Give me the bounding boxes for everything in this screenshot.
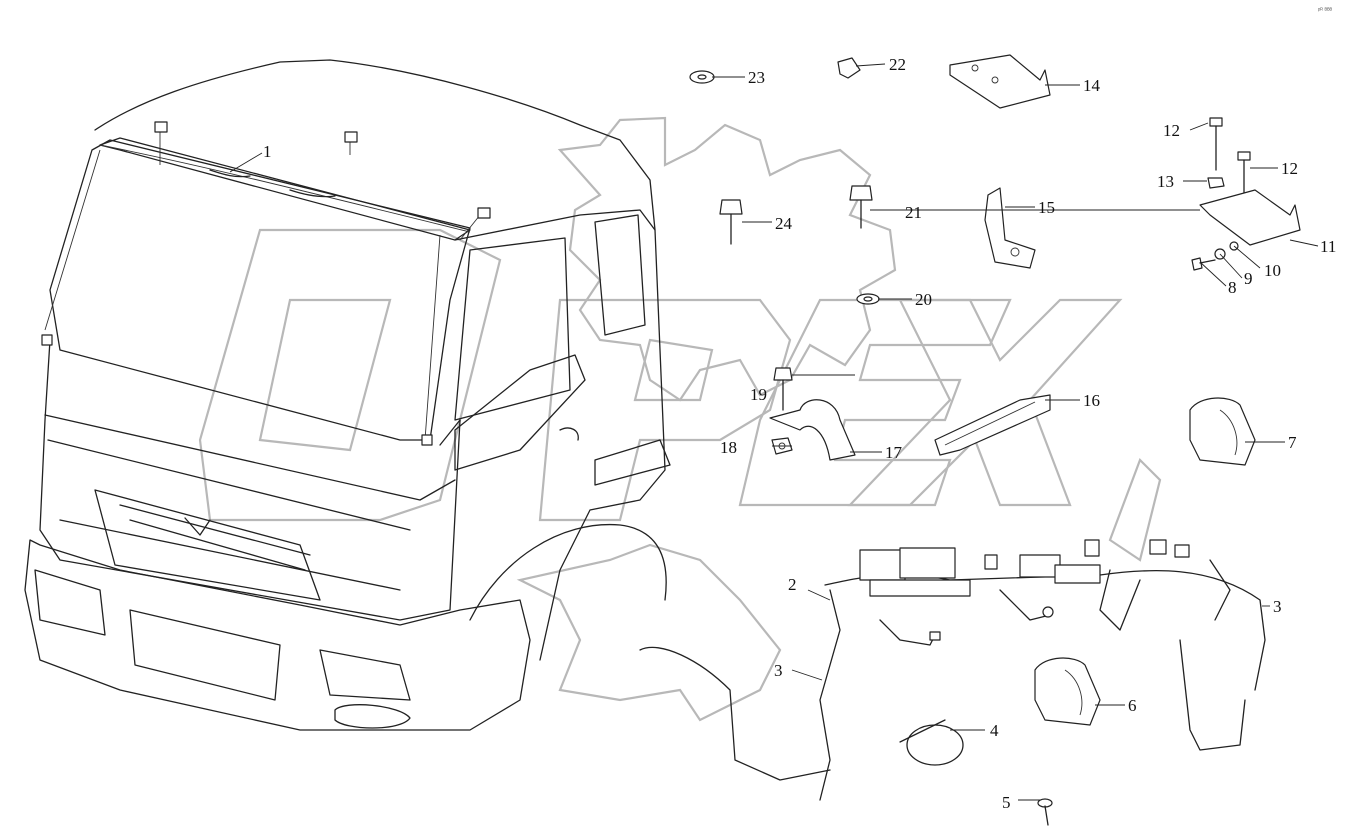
part-15-bracket [984,187,1036,269]
part-22-clip [837,57,861,79]
roof-connector-5 [421,434,433,446]
part-17-clamp [769,399,856,461]
callout-15: 15 [1038,198,1055,217]
part-20-washer [856,293,880,305]
cab-front-panel [44,414,456,591]
callout-10: 10 [1264,261,1281,280]
callout-16: 16 [1083,391,1100,410]
part-12-bolt-a [1209,117,1223,171]
part-11-bracket [1199,189,1301,246]
watermark-gear-lower [516,543,782,722]
watermark-gear [557,116,897,402]
callout-23: 23 [748,68,765,87]
callout-20: 20 [915,290,932,309]
callout-12: 12 [1281,159,1298,178]
part-24-bolt [719,199,743,245]
grille [94,489,321,601]
number-plate-area [129,609,281,701]
dashboard-harness [639,539,1266,801]
callout-21: 21 [905,203,922,222]
callout-19: 19 [750,385,767,404]
roof-connector-2 [344,131,358,143]
callout-13: 13 [1157,172,1174,191]
callout-24: 24 [775,214,793,233]
roof-harness [44,130,481,441]
truck-cab [24,59,671,731]
leader-lines [229,63,1319,801]
roof-connector-1 [154,121,168,133]
part-4-hose-clamp [899,719,964,766]
callout-3: 3 [1273,597,1282,616]
cab-side [454,209,666,661]
headlamp-right [319,649,411,701]
cab-roof [94,59,656,231]
part-14-bracket [949,54,1051,109]
cab-roof-edge [99,137,471,241]
roof-connector-3 [477,207,491,219]
part-16-channel [934,394,1051,456]
callout-22: 22 [889,55,906,74]
headlamp-left [34,569,106,636]
callout-9: 9 [1244,269,1253,288]
watermark-letter-o [198,228,502,522]
roof-connector-4 [41,334,53,346]
side-step [559,427,671,486]
callout-14: 14 [1083,76,1101,95]
door-handle-recess [454,354,586,471]
callout-5: 5 [1002,793,1011,812]
cab-front-face [39,339,461,621]
callout-6: 6 [1128,696,1137,715]
bumper [24,539,531,731]
watermark-letter-p [538,298,792,522]
wheel-arch [469,523,667,621]
part-6-cover [1034,657,1101,726]
callout-2: 2 [788,575,797,594]
callout-8: 8 [1228,278,1237,297]
logo-mark [184,517,211,536]
part-21-bolt [849,185,873,229]
watermark [198,116,1162,722]
callout-4: 4 [990,721,999,740]
part-19-bolt [773,367,793,411]
callout-7: 7 [1288,433,1297,452]
callout-12: 12 [1163,121,1180,140]
callout-11: 11 [1320,237,1336,256]
roof-harness-bundle [209,169,336,198]
callout-3: 3 [774,661,783,680]
foglamp-right [334,704,411,729]
windshield [49,139,471,441]
corner-code: ᵖᴿ ᴮᴮᴮ [1318,7,1333,14]
watermark-slash [1108,458,1162,562]
part-13-nut [1207,177,1225,189]
callout-1: 1 [263,142,272,161]
callout-18: 18 [720,438,737,457]
side-window [594,214,646,336]
callout-labels: 1 2 3 3 4 5 6 7 8 9 10 11 12 12 13 14 15… [263,55,1336,812]
part-23-washer [689,70,715,84]
callout-17: 17 [885,443,903,462]
part-5-screw [1037,798,1053,826]
part-7-cover [1189,397,1256,466]
watermark-letter-x [847,298,1123,507]
watermark-letter-e [738,298,1012,507]
